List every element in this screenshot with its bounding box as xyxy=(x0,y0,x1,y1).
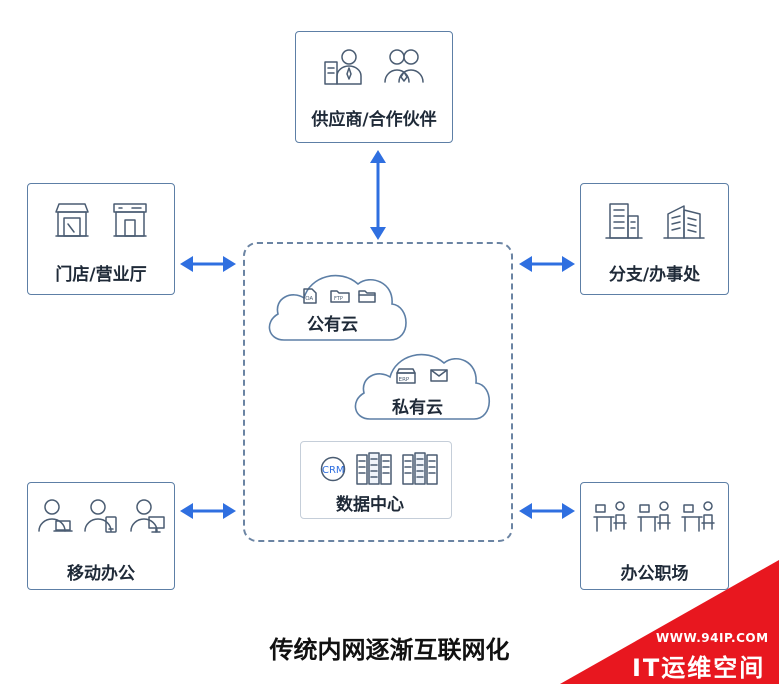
server-rack-icon-2 xyxy=(402,452,438,485)
intranet-area xyxy=(243,242,513,542)
workplace-node: 办公职场 xyxy=(580,482,729,590)
mail-icon xyxy=(430,369,448,382)
supplier-arrow xyxy=(370,150,386,240)
private-cloud-shape xyxy=(354,353,490,420)
office-building-icon xyxy=(604,203,643,239)
folder-icon xyxy=(358,290,376,303)
oa-document-icon: OA xyxy=(303,288,317,304)
data-center-label: 数据中心 xyxy=(336,495,404,515)
shop-front-icon xyxy=(55,203,89,237)
supplier-node: 供应商/合作伙伴 xyxy=(295,31,453,143)
desk-worker-icon-2 xyxy=(636,501,671,532)
private-cloud-label: 私有云 xyxy=(392,398,443,418)
diagram-title: 传统内网逐渐互联网化 xyxy=(269,636,510,664)
mobile-label: 移动办公 xyxy=(67,564,135,584)
person-phone-icon xyxy=(84,499,117,533)
public-cloud-label: 公有云 xyxy=(307,315,358,335)
person-laptop-icon xyxy=(38,499,73,532)
svg-text:CRM: CRM xyxy=(322,465,345,476)
svg-text:FTP: FTP xyxy=(334,296,343,302)
corporate-tower-icon xyxy=(662,205,705,239)
store-node: 门店/营业厅 xyxy=(27,183,175,295)
watermark-brand: IT运维空间 xyxy=(632,654,766,682)
crm-icon: CRM xyxy=(320,456,346,482)
store-label: 门店/营业厅 xyxy=(55,265,147,285)
workplace-arrow xyxy=(519,503,575,519)
watermark-url: WWW.94IP.COM xyxy=(656,631,769,645)
supplier-label: 供应商/合作伙伴 xyxy=(311,110,437,130)
store-building-icon xyxy=(113,203,147,237)
partners-icon xyxy=(384,49,424,83)
svg-text:ERP: ERP xyxy=(399,377,410,383)
branch-label: 分支/办事处 xyxy=(608,265,701,285)
ftp-folder-icon: FTP xyxy=(330,290,350,303)
server-rack-icon xyxy=(356,452,392,485)
desk-worker-icon xyxy=(592,501,627,532)
public-cloud-shape xyxy=(268,274,407,341)
workplace-label: 办公职场 xyxy=(620,564,689,584)
erp-server-icon: ERP xyxy=(396,368,416,384)
desk-worker-icon-3 xyxy=(680,501,715,532)
person-desktop-icon xyxy=(130,499,165,533)
store-arrow xyxy=(180,256,236,272)
branch-arrow xyxy=(519,256,575,272)
business-person-icon xyxy=(324,49,362,85)
branch-node: 分支/办事处 xyxy=(580,183,729,295)
mobile-node: 移动办公 xyxy=(27,482,175,590)
mobile-arrow xyxy=(180,503,236,519)
svg-text:OA: OA xyxy=(305,296,313,302)
watermark-banner xyxy=(560,560,779,684)
